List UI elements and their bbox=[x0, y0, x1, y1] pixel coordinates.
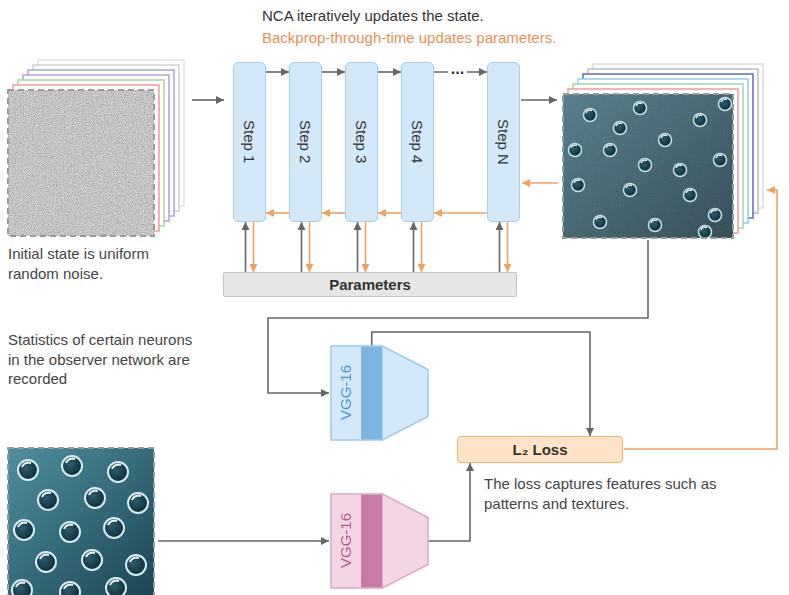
step-label: Step 4 bbox=[409, 120, 426, 163]
noise-image bbox=[8, 90, 154, 236]
header-note: Backprop-through-time updates parameters… bbox=[262, 28, 622, 48]
output-state-stack bbox=[563, 64, 763, 239]
backprop-arrow bbox=[434, 212, 487, 214]
step-label: Step N bbox=[495, 119, 512, 165]
image-border bbox=[8, 90, 154, 236]
image-border bbox=[563, 94, 733, 238]
edge-label: ... bbox=[448, 60, 467, 78]
backprop-arrow bbox=[253, 222, 255, 272]
step-box: Step 4 bbox=[401, 62, 434, 222]
flow-arrow bbox=[301, 222, 303, 272]
annotation-text: The loss captures features such as patte… bbox=[484, 474, 734, 513]
step-box: Step 1 bbox=[233, 62, 266, 222]
header-note: NCA iteratively updates the state. bbox=[262, 6, 622, 26]
network-body bbox=[331, 346, 428, 440]
network-name: VGG-16 bbox=[337, 365, 354, 420]
backprop-arrow bbox=[365, 222, 367, 272]
texture-image bbox=[563, 94, 733, 238]
observed-layer bbox=[361, 347, 382, 440]
box-label: L₂ Loss bbox=[512, 441, 567, 458]
step-box: Step N bbox=[487, 62, 520, 222]
backprop-arrow bbox=[266, 212, 289, 214]
flow-arrow bbox=[521, 99, 557, 101]
step-label: Step 1 bbox=[241, 120, 258, 163]
bubbles bbox=[569, 98, 732, 239]
network-block: VGG-16 bbox=[331, 346, 428, 440]
flow-arrow bbox=[378, 71, 401, 73]
flow-arrow bbox=[499, 222, 501, 272]
observed-layer bbox=[361, 495, 382, 588]
step-label: Step 3 bbox=[353, 120, 370, 163]
flow-arrow bbox=[322, 71, 345, 73]
backprop-arrow bbox=[322, 212, 345, 214]
target-image bbox=[8, 448, 154, 595]
backprop-arrow bbox=[507, 222, 509, 272]
backprop-arrow bbox=[309, 222, 311, 272]
flow-arrow bbox=[158, 540, 329, 542]
bubbles bbox=[12, 456, 148, 595]
backprop-arrow bbox=[624, 190, 777, 449]
box-label: Parameters bbox=[329, 276, 411, 293]
annotation-text: Initial state is uniform random noise. bbox=[8, 244, 193, 283]
step-label: Step 2 bbox=[297, 120, 314, 163]
flow-arrow bbox=[245, 222, 247, 272]
step-box: Step 2 bbox=[289, 62, 322, 222]
flow-arrow bbox=[428, 463, 470, 541]
annotation-text: Statistics of certain neurons in the obs… bbox=[8, 330, 203, 389]
flow-arrow bbox=[413, 222, 415, 272]
network-block: VGG-16 bbox=[331, 494, 428, 588]
backprop-arrow bbox=[522, 182, 558, 184]
flow-arrow bbox=[268, 240, 648, 393]
flow-arrow bbox=[266, 71, 289, 73]
flow-arrow bbox=[192, 99, 224, 101]
network-body bbox=[331, 494, 428, 588]
texture-noise bbox=[563, 94, 733, 238]
step-box: Step 3 bbox=[345, 62, 378, 222]
flow-arrow bbox=[357, 222, 359, 272]
reference-image bbox=[8, 448, 154, 595]
initial-state-stack bbox=[8, 60, 184, 236]
image-border bbox=[8, 448, 154, 595]
backprop-arrow bbox=[421, 222, 423, 272]
backprop-arrow bbox=[378, 212, 401, 214]
network-name: VGG-16 bbox=[337, 513, 354, 568]
loss-box: L₂ Loss bbox=[457, 436, 623, 463]
parameters-box: Parameters bbox=[223, 272, 517, 297]
